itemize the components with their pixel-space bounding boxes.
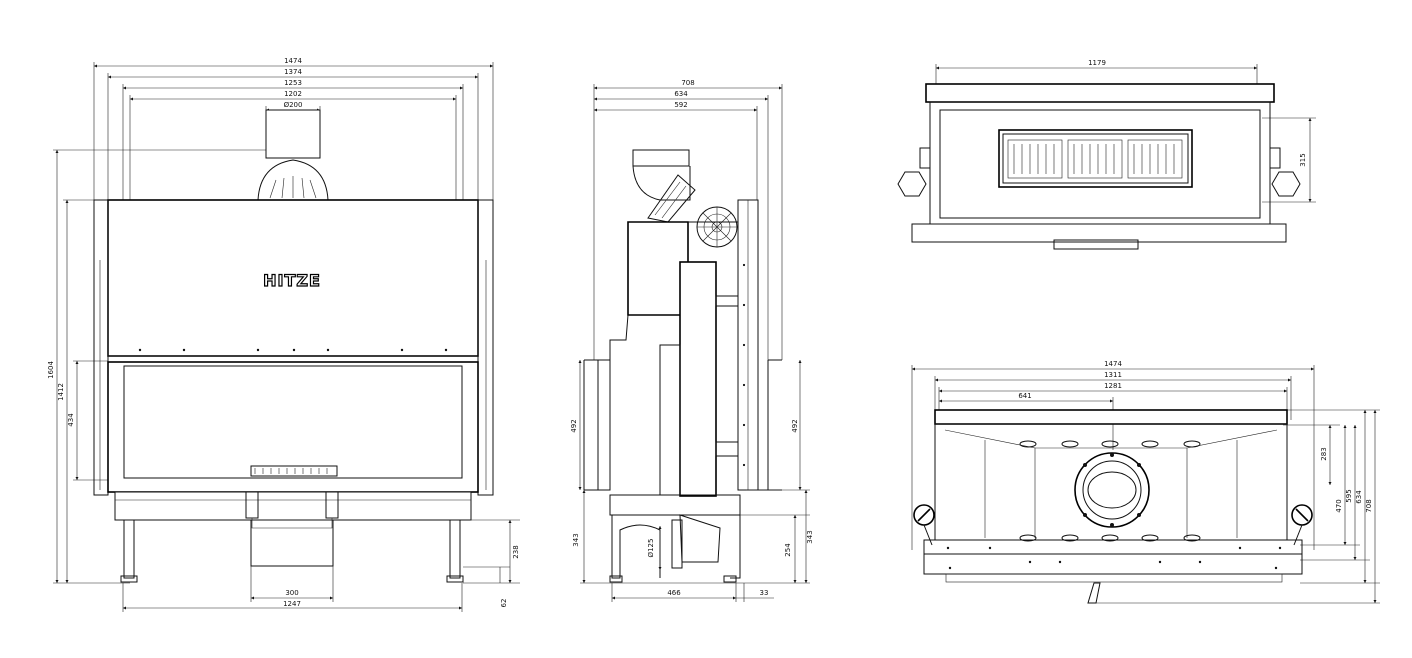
bottom-width-1281: 1281 [1104, 382, 1122, 390]
bottom-width-1474: 1474 [1104, 360, 1122, 368]
front-ash-box [250, 519, 334, 567]
side-flue-bracket [647, 174, 696, 223]
front-leg-left [123, 519, 135, 579]
side-width-dimensions: 708 634 592 [593, 79, 783, 360]
top-hex-right [1271, 171, 1301, 197]
bottom-depth-634: 634 [1355, 490, 1363, 504]
front-width-1253: 1253 [284, 79, 302, 87]
front-flue-ribs [269, 176, 317, 199]
top-handle [1053, 239, 1139, 250]
front-width-1202: 1202 [284, 90, 302, 98]
bottom-depth-595: 595 [1345, 489, 1353, 502]
front-leg-dimensions: 238 62 [463, 519, 520, 608]
side-flue-pipe [632, 149, 690, 167]
top-body [929, 101, 1271, 225]
side-air-inlet-diameter: Ø125 [647, 539, 655, 558]
front-height-1604: 1604 [47, 361, 55, 379]
side-base-33: 33 [760, 589, 769, 597]
front-glass [123, 365, 463, 479]
bottom-lever [1087, 582, 1101, 604]
top-back-rail [911, 223, 1287, 243]
front-frame-right [477, 199, 494, 496]
front-height-1412: 1412 [57, 383, 65, 401]
bottom-vent-holes [1019, 440, 1201, 542]
front-flue-collar [265, 109, 321, 159]
front-frame-left [93, 199, 109, 496]
front-bottom-300: 300 [285, 589, 298, 597]
bottom-depth-708: 708 [1365, 499, 1373, 512]
side-view: 708 634 592 [570, 79, 814, 602]
top-front-rail [925, 83, 1275, 103]
side-lower-frame [609, 494, 741, 516]
top-grate-pattern [1007, 139, 1183, 179]
side-hood [627, 221, 689, 316]
side-base-466: 466 [667, 589, 681, 597]
side-front-panel [597, 359, 611, 491]
top-view: 1179 315 [897, 59, 1316, 250]
side-bottom-dimensions: 343 254 343 Ø125 466 33 [572, 489, 814, 602]
side-width-592: 592 [674, 101, 687, 109]
front-leg-62: 62 [500, 599, 508, 608]
front-leg-238: 238 [512, 545, 520, 558]
front-leg-right [449, 519, 461, 579]
front-flue-dome [257, 159, 329, 201]
side-bottom-left-343: 343 [572, 533, 580, 546]
side-air-inlet [679, 514, 721, 563]
bottom-lower-rail [923, 539, 1303, 555]
front-hood [107, 199, 479, 357]
front-door-strip [107, 355, 479, 363]
bottom-depth-283: 283 [1320, 447, 1328, 460]
front-flue-diameter: Ø200 [284, 101, 303, 109]
bottom-offset-641: 641 [1018, 392, 1031, 400]
top-grate [998, 129, 1193, 188]
side-bottom-right-254: 254 [784, 543, 792, 557]
bottom-top-rail [934, 409, 1288, 425]
front-bottom-dimensions: 300 1247 [122, 566, 463, 612]
bottom-depth-470: 470 [1335, 499, 1343, 512]
top-width-1179: 1179 [1088, 59, 1106, 67]
front-logo: HITZE [263, 271, 321, 290]
bottom-depth-dimensions: 283 470 595 634 708 [1096, 409, 1380, 604]
side-width-634: 634 [674, 90, 688, 98]
front-width-1374: 1374 [284, 68, 302, 76]
front-view: 1474 1374 1253 1202 Ø200 1604 [47, 57, 520, 612]
front-door [107, 361, 479, 493]
front-width-1474: 1474 [284, 57, 302, 65]
front-bottom-1247: 1247 [283, 600, 301, 608]
front-air-slider [250, 465, 338, 477]
bottom-width-1311: 1311 [1104, 371, 1122, 379]
side-door [679, 261, 717, 497]
top-hex-left [897, 171, 927, 197]
side-glass-height-right: 492 [791, 419, 799, 432]
front-base [114, 491, 472, 521]
top-depth-315: 315 [1299, 153, 1307, 166]
front-door-screws [138, 348, 448, 352]
side-glass-height-left: 492 [570, 419, 578, 432]
side-bottom-right-343: 343 [806, 530, 814, 543]
side-front-frame [659, 344, 681, 496]
bottom-width-dimensions: 1474 1311 1281 641 [911, 360, 1315, 550]
front-height-434: 434 [67, 413, 75, 427]
side-width-708: 708 [681, 79, 694, 87]
bottom-view: 1474 1311 1281 641 283 470 595 [911, 360, 1380, 604]
